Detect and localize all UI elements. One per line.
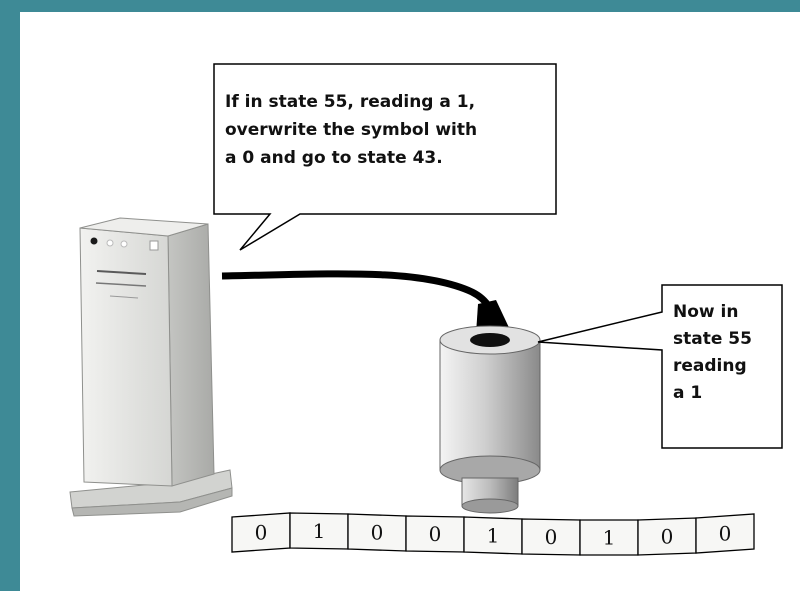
tape-cell: 1: [463, 516, 523, 555]
status-line-3: reading: [673, 356, 747, 376]
tape-cell: 0: [347, 513, 407, 552]
tape-cell-symbol: 0: [719, 522, 732, 546]
status-line-4: a 1: [673, 383, 702, 403]
tape-cell-symbol: 0: [255, 521, 268, 545]
tape-cell: 0: [231, 512, 291, 553]
tower-computer-icon: [69, 217, 233, 517]
tape-cell-symbol: 0: [661, 525, 674, 549]
instruction-line-1: If in state 55, reading a 1,: [225, 92, 475, 112]
frame-left-bar: [0, 0, 20, 591]
tape-cell-box: [695, 513, 755, 554]
tape-cell-symbol: 1: [487, 524, 500, 548]
tape-cell-symbol: 1: [603, 526, 616, 550]
read-write-head-icon: [439, 300, 541, 514]
tape: 0 1 0 0 1 0 1 0 0: [231, 512, 755, 556]
tape-cell-symbol: 0: [429, 522, 442, 546]
instruction-bubble: If in state 55, reading a 1, overwrite t…: [213, 63, 557, 251]
status-bubble: Now in state 55 reading a 1: [537, 284, 783, 449]
tape-cell-symbol: 1: [313, 519, 326, 543]
power-light-icon: [90, 237, 98, 245]
instruction-line-2: overwrite the symbol with: [225, 120, 477, 140]
frame-top-bar: [0, 0, 800, 12]
tape-cell: 1: [289, 512, 349, 550]
tape-cell-symbol: 0: [545, 525, 558, 549]
status-line-1: Now in: [673, 302, 738, 322]
cable: [221, 270, 498, 329]
tape-cell: 0: [637, 517, 697, 556]
tape-cell: 1: [579, 519, 639, 556]
tape-cell: 0: [405, 515, 465, 553]
tape-cell-symbol: 0: [371, 521, 384, 545]
status-line-2: state 55: [673, 329, 752, 349]
tape-cell: 0: [695, 513, 755, 554]
tape-cell: 0: [521, 518, 581, 556]
instruction-line-3: a 0 and go to state 43.: [225, 148, 443, 168]
